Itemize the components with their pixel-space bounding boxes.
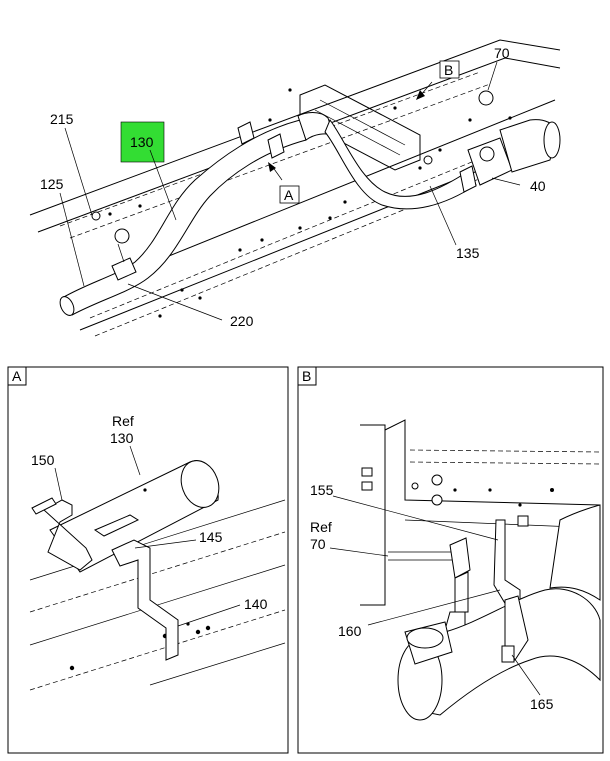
svg-text:B: B <box>444 62 453 78</box>
clamps-and-hangers <box>91 90 494 281</box>
callout-160: 160 <box>338 623 362 639</box>
detail-b-panel: B <box>297 366 604 754</box>
callout-145: 145 <box>199 529 223 545</box>
detail-a-ref-word: Ref <box>112 413 134 429</box>
callout-135: 135 <box>456 245 480 261</box>
main-callouts: 70 215 130 125 40 135 220 <box>40 45 546 329</box>
callout-140: 140 <box>244 596 268 612</box>
view-ref-a: A <box>279 185 300 204</box>
callout-70: 70 <box>494 45 510 61</box>
detail-b-ref-word: Ref <box>310 519 332 535</box>
callout-40: 40 <box>530 178 546 194</box>
callout-highlight <box>120 121 165 163</box>
frame-rail-upper <box>29 39 561 239</box>
main-view: 70 215 130 125 40 135 220 A B <box>29 39 561 337</box>
callout-130: 130 <box>130 134 154 150</box>
detail-b-tag: B <box>302 368 311 384</box>
callout-155: 155 <box>310 482 334 498</box>
view-ref-b: B <box>439 60 460 79</box>
detail-a-ref-num: 130 <box>110 430 134 446</box>
callout-215: 215 <box>50 111 74 127</box>
leader-lines <box>59 61 521 321</box>
exhaust-pipe-130 <box>59 112 335 316</box>
callout-125: 125 <box>40 176 64 192</box>
callout-150: 150 <box>31 452 55 468</box>
callout-165: 165 <box>530 696 554 712</box>
detail-b-ref-num: 70 <box>310 536 326 552</box>
exhaust-pipe-135 <box>324 118 561 210</box>
svg-text:A: A <box>284 187 294 203</box>
detail-a-panel: A Ref 130 150 145 140 <box>7 366 289 754</box>
callout-220: 220 <box>230 313 254 329</box>
detail-a-tag: A <box>12 368 22 384</box>
